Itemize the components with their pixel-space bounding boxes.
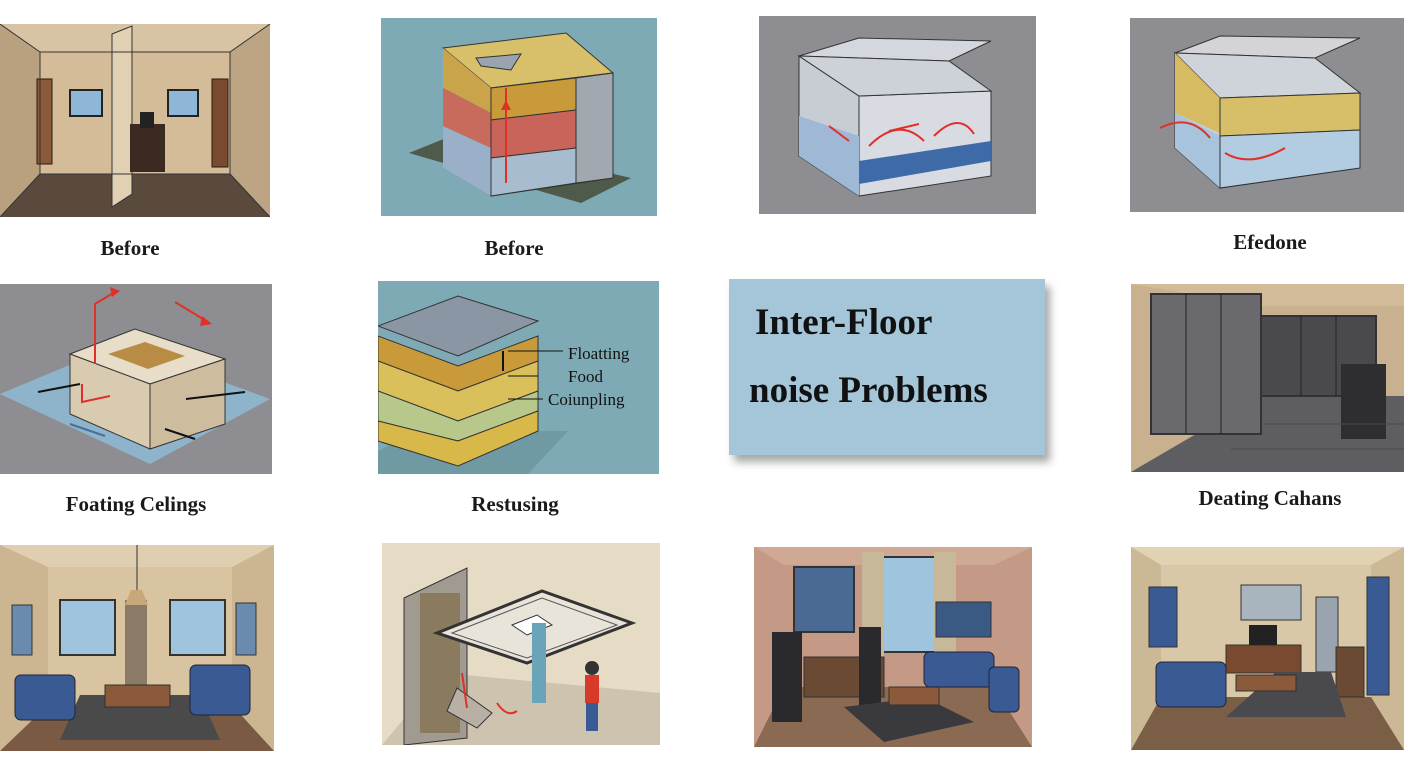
restusing-layers-illustration: Floatting Food Coiunpling bbox=[378, 281, 659, 474]
floating-ceilings-illustration bbox=[0, 284, 272, 474]
caption-before-2: Before bbox=[484, 236, 544, 260]
closet-room-illustration bbox=[1131, 284, 1404, 472]
panel-floating-ceilings bbox=[0, 284, 272, 474]
panel-layered-floor bbox=[381, 18, 657, 216]
panel-efedone-block bbox=[1130, 18, 1404, 212]
callout-floatting: Floatting bbox=[568, 344, 630, 363]
callout-food: Food bbox=[568, 367, 603, 386]
panel-deating-cahans bbox=[1131, 284, 1404, 472]
callout-coiunpling: Coiunpling bbox=[548, 390, 625, 409]
panel-restusing: Floatting Food Coiunpling bbox=[378, 281, 659, 474]
caption-efedone: Efedone bbox=[1233, 230, 1307, 254]
home-theater-illustration bbox=[754, 547, 1032, 747]
caption-before-1: Before bbox=[100, 236, 160, 260]
layered-floor-illustration bbox=[381, 18, 657, 216]
panel-ceiling-install bbox=[382, 543, 660, 745]
living-room-console-illustration bbox=[1131, 547, 1404, 750]
panel-before-room bbox=[0, 24, 270, 217]
panel-living-room-3 bbox=[1131, 547, 1404, 750]
empty-room-illustration bbox=[0, 24, 270, 217]
panel-insulated-block bbox=[759, 16, 1036, 214]
efedone-block-illustration bbox=[1130, 18, 1404, 212]
caption-floating-ceilings: Foating Celings bbox=[65, 492, 207, 516]
caption-deating-cahans: Deating Cahans bbox=[1198, 486, 1342, 510]
living-room-sofas-illustration bbox=[0, 545, 274, 751]
title-line-1: Inter-Floor bbox=[755, 302, 933, 343]
panel-living-room-1 bbox=[0, 545, 274, 751]
caption-restusing: Restusing bbox=[471, 492, 559, 516]
insulated-block-illustration bbox=[759, 16, 1036, 214]
panel-living-room-2 bbox=[754, 547, 1032, 747]
title-card: Inter-Floor noise Problems bbox=[729, 279, 1045, 455]
title-line-2: noise Problems bbox=[749, 370, 988, 411]
ceiling-install-illustration bbox=[382, 543, 660, 745]
